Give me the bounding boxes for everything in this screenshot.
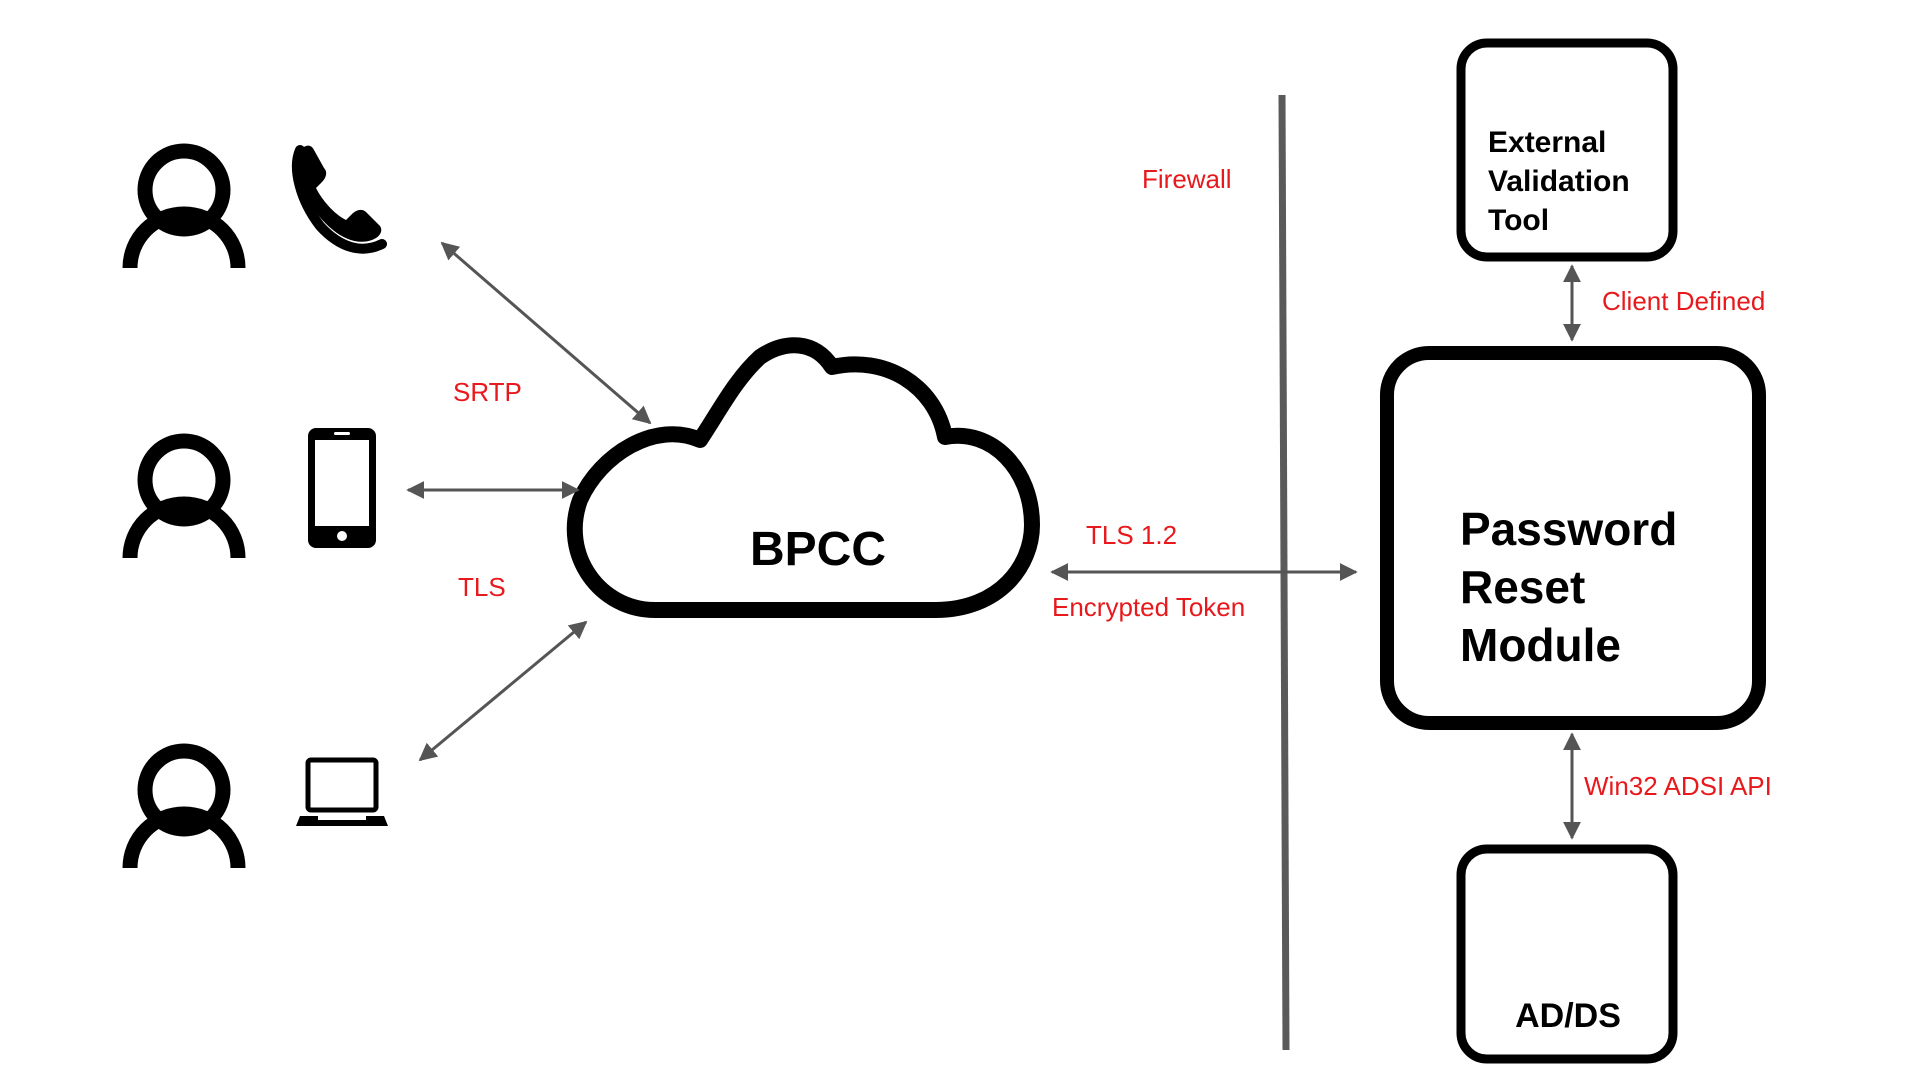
win32-label: Win32 ADSI API: [1584, 771, 1772, 801]
cloud-icon: [566, 337, 1040, 618]
arrow-phone-cloud: [440, 241, 652, 425]
password-reset-line-1: Password: [1460, 503, 1677, 555]
srtp-label: SRTP: [453, 377, 522, 407]
external-validation-line-1: External: [1488, 126, 1606, 159]
user-icon: [122, 743, 246, 869]
client-defined-label: Client Defined: [1602, 286, 1765, 316]
password-reset-module: Password Reset Module: [1380, 346, 1766, 730]
arrow-laptop-cloud: [418, 620, 588, 762]
tls12-label: TLS 1.2: [1086, 520, 1177, 550]
bpcc-cloud: BPCC: [566, 337, 1040, 618]
user-icon: [122, 433, 246, 559]
external-validation-line-3: Tool: [1488, 204, 1549, 237]
adds-box: AD/DS: [1456, 844, 1678, 1064]
user-icon: [122, 143, 246, 269]
firewall-label: Firewall: [1142, 164, 1232, 194]
bpcc-label: BPCC: [750, 523, 886, 576]
password-reset-line-2: Reset: [1460, 561, 1585, 613]
smartphone-icon: [308, 428, 376, 548]
laptop-icon: [296, 757, 388, 826]
external-validation-line-2: Validation: [1488, 165, 1630, 198]
adds-label: AD/DS: [1515, 997, 1621, 1035]
phone-icon: [292, 145, 387, 254]
tls-label: TLS: [458, 572, 506, 602]
password-reset-line-3: Module: [1460, 619, 1621, 671]
external-validation-tool: External Validation Tool: [1456, 38, 1678, 262]
encrypted-token-label: Encrypted Token: [1052, 592, 1245, 622]
